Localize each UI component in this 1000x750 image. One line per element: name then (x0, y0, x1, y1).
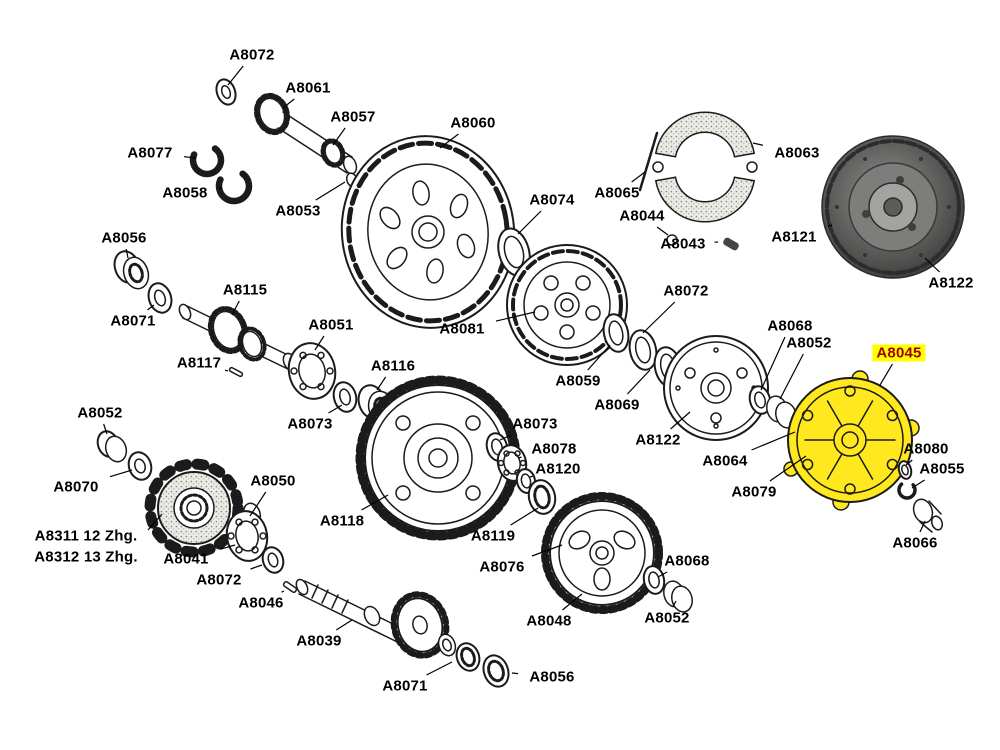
part-label-a8068[interactable]: A8068 (767, 317, 813, 335)
spring-pin-drawing (638, 131, 659, 192)
flywheel-photo (821, 135, 965, 279)
part-label-a8071[interactable]: A8071 (110, 312, 156, 330)
part-label-a8079[interactable]: A8079 (731, 483, 777, 501)
pin-drawing (228, 366, 244, 378)
part-label-a8052[interactable]: A8052 (644, 609, 690, 627)
part-label-a8058[interactable]: A8058 (162, 184, 208, 202)
part-label-a8073[interactable]: A8073 (287, 415, 333, 433)
part-label-a8044[interactable]: A8044 (619, 207, 665, 225)
part-label-a8061[interactable]: A8061 (285, 79, 331, 97)
part-label-a8072[interactable]: A8072 (196, 571, 242, 589)
part-label-a8118[interactable]: A8118 (319, 512, 365, 530)
hub-post-drawing (666, 234, 678, 246)
part-label-a8116[interactable]: A8116 (370, 357, 416, 375)
part-label-a8055[interactable]: A8055 (919, 460, 965, 478)
part-label-a8121[interactable]: A8121 (771, 228, 817, 246)
part-label-a8120[interactable]: A8120 (535, 460, 581, 478)
bushing-washer-drawing-mid-left (113, 250, 173, 314)
part-label-a8045[interactable]: A8045 (872, 344, 926, 362)
part-label-a8050[interactable]: A8050 (250, 472, 296, 490)
part-label-a8051[interactable]: A8051 (308, 316, 354, 334)
part-label-a8065[interactable]: A8065 (594, 184, 640, 202)
gear-cluster-drawing (178, 303, 299, 373)
bearing-set-drawing-mid (485, 432, 557, 515)
part-label-a8077[interactable]: A8077 (127, 144, 173, 162)
part-label-a8080[interactable]: A8080 (903, 440, 949, 458)
part-label-a8078[interactable]: A8078 (531, 440, 577, 458)
part-label-a8046[interactable]: A8046 (238, 594, 284, 612)
part-label-a8072[interactable]: A8072 (663, 282, 709, 300)
needle-bearings-drawing (455, 642, 510, 688)
part-label-a8081[interactable]: A8081 (439, 320, 485, 338)
part-label-a8064[interactable]: A8064 (702, 452, 748, 470)
clutch-hub-drawing (506, 244, 628, 366)
part-label-a8053[interactable]: A8053 (275, 202, 321, 220)
part-label-a8052[interactable]: A8052 (786, 334, 832, 352)
part-label-a8072[interactable]: A8072 (229, 46, 275, 64)
roller-drawing (723, 237, 739, 251)
brake-shoes-drawing (652, 111, 758, 223)
part-label-a8039[interactable]: A8039 (296, 632, 342, 650)
part-label-a8056[interactable]: A8056 (529, 668, 575, 686)
sprocket-drawing (144, 458, 244, 558)
clutch-basket-drawing (340, 135, 516, 329)
part-label-a8052[interactable]: A8052 (77, 404, 123, 422)
bearing-set-drawing-bottom (225, 502, 298, 594)
part-label-a8043[interactable]: A8043 (660, 235, 706, 253)
large-ring-drawing (497, 227, 531, 277)
part-label-a8059[interactable]: A8059 (555, 372, 601, 390)
part-label-a8070[interactable]: A8070 (53, 478, 99, 496)
part-label-a8312-13-zhg-[interactable]: A8312 13 Zhg. (34, 548, 138, 566)
part-label-a8122[interactable]: A8122 (928, 274, 974, 292)
pressure-plate-drawing (663, 335, 769, 441)
clutch-cover-highlighted-part[interactable] (783, 370, 920, 511)
part-label-a8066[interactable]: A8066 (892, 534, 938, 552)
bushing-washer-drawing-bottom-left (96, 430, 153, 481)
part-label-a8071[interactable]: A8071 (382, 677, 428, 695)
part-label-a8073[interactable]: A8073 (512, 415, 558, 433)
part-label-a8056[interactable]: A8056 (101, 229, 147, 247)
ring-bushing-drawing-bottom-right (642, 565, 693, 613)
primary-shaft-drawing (189, 78, 369, 205)
part-label-a8076[interactable]: A8076 (479, 558, 525, 576)
driven-gear-drawing (541, 492, 663, 614)
part-label-a8117[interactable]: A8117 (176, 354, 222, 372)
part-label-a8068[interactable]: A8068 (664, 552, 710, 570)
part-label-a8060[interactable]: A8060 (450, 114, 496, 132)
part-label-a8074[interactable]: A8074 (529, 191, 575, 209)
part-label-a8057[interactable]: A8057 (330, 108, 376, 126)
circlip-and-bolt-drawing (897, 460, 944, 533)
part-label-a8311-12-zhg-[interactable]: A8311 12 Zhg. (34, 527, 138, 545)
part-label-a8048[interactable]: A8048 (526, 612, 572, 630)
part-label-a8063[interactable]: A8063 (774, 144, 820, 162)
part-label-a8119[interactable]: A8119 (470, 527, 516, 545)
part-label-a8069[interactable]: A8069 (594, 396, 640, 414)
part-label-a8115[interactable]: A8115 (222, 281, 268, 299)
part-label-a8122[interactable]: A8122 (635, 431, 681, 449)
ball-bearing-drawing-a8051 (287, 342, 337, 400)
output-shaft-drawing (295, 578, 457, 659)
part-label-a8041[interactable]: A8041 (163, 550, 209, 568)
